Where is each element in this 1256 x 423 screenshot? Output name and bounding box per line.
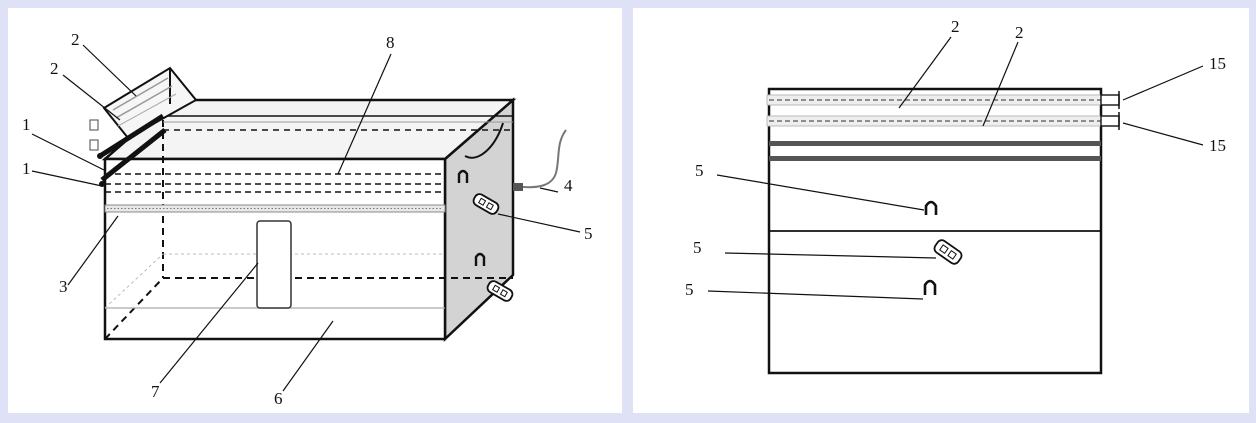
cable — [522, 129, 567, 189]
test-tube — [256, 220, 292, 309]
tank-perspective-diagram: 1 1 2 2 3 4 5 6 7 8 — [22, 30, 593, 408]
connector-1 — [89, 119, 99, 131]
label-15-top: 15 — [1209, 54, 1226, 73]
band-2 — [769, 156, 1101, 161]
inner-level-diagonal — [104, 253, 164, 309]
label-2-left: 2 — [951, 17, 960, 36]
tank-front-view-diagram: 2 2 15 15 5 5 5 — [685, 17, 1226, 375]
label-15-bottom: 15 — [1209, 136, 1226, 155]
lid-tube-3 — [117, 93, 177, 127]
label-3: 3 — [59, 277, 68, 296]
sensor-arch-1 — [457, 169, 469, 183]
lid-tube-1 — [112, 77, 169, 111]
lid-tube-2 — [115, 85, 173, 119]
connector-2 — [89, 139, 99, 151]
bar-end-1 — [97, 153, 103, 159]
cable-plug — [513, 183, 523, 191]
port-stub-1 — [1100, 94, 1120, 106]
label-8: 8 — [386, 33, 395, 52]
right-figure-panel: 2 2 15 15 5 5 5 — [633, 8, 1249, 413]
label-1a: 1 — [22, 115, 31, 134]
label-4: 4 — [564, 176, 573, 195]
label-5-middle: 5 — [693, 238, 702, 257]
sensor-arch-2 — [474, 252, 486, 266]
electrode-bar-1 — [98, 113, 165, 159]
capsule-device-1 — [472, 193, 500, 215]
electrode-bar-2 — [100, 128, 167, 182]
port-stub-2 — [1100, 115, 1120, 127]
side-curve — [464, 122, 504, 159]
sensor-arch-top — [924, 200, 938, 215]
label-6: 6 — [274, 389, 283, 408]
label-2a: 2 — [71, 30, 80, 49]
left-figure-panel: 1 1 2 2 3 4 5 6 7 8 — [8, 8, 622, 413]
sensor-arch-bottom — [923, 279, 937, 295]
label-1b: 1 — [22, 159, 31, 178]
leader-lines — [31, 44, 581, 392]
capsule-device-2 — [486, 280, 514, 302]
label-5: 5 — [584, 224, 593, 243]
capsule-device — [933, 239, 963, 265]
label-2b: 2 — [50, 59, 59, 78]
label-2-right: 2 — [1015, 23, 1024, 42]
label-5-top: 5 — [695, 161, 704, 180]
label-7: 7 — [151, 382, 160, 401]
label-5-bottom: 5 — [685, 280, 694, 299]
band-1 — [769, 141, 1101, 146]
leader-lines — [707, 36, 1204, 300]
